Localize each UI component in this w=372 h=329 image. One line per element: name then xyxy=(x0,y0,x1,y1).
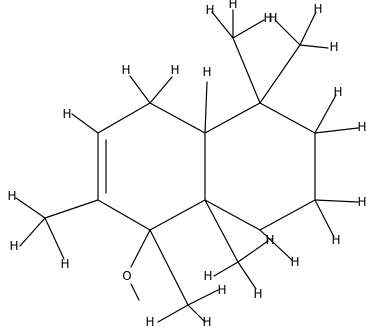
atom-label-h: H xyxy=(313,2,322,16)
atom-label-h: H xyxy=(329,40,338,54)
atom-label-h: H xyxy=(203,269,212,283)
atom-label-h: H xyxy=(357,195,366,209)
atom-label-h: H xyxy=(357,120,366,134)
atom-label-h: H xyxy=(7,189,16,203)
atom-label-h: H xyxy=(62,107,71,121)
atom-label-h: H xyxy=(170,63,179,77)
atom-label-h: H xyxy=(265,233,274,247)
atom-label-h: H xyxy=(121,63,130,77)
atom-label-h: H xyxy=(9,239,18,253)
atom-label-h: H xyxy=(268,11,277,25)
atom-label-h: H xyxy=(228,0,237,11)
atom-label-o: O xyxy=(122,269,131,283)
bonds xyxy=(15,9,359,323)
atom-label-h: H xyxy=(145,315,154,329)
atom-label-h: H xyxy=(217,283,226,297)
atom-label-h: H xyxy=(290,255,299,269)
atom-label-h: H xyxy=(263,11,272,25)
atom-label-h: H xyxy=(60,257,69,271)
atom-label-h: H xyxy=(253,287,262,301)
atom-label-h: H xyxy=(202,65,211,79)
atom-labels: H H H H H H H H H H H H H H H H H H H H … xyxy=(7,0,366,329)
atom-label-h: H xyxy=(333,85,342,99)
atom-label-h: H xyxy=(202,315,211,329)
atom-label-h: H xyxy=(205,3,214,17)
atom-label-h: H xyxy=(331,233,340,247)
